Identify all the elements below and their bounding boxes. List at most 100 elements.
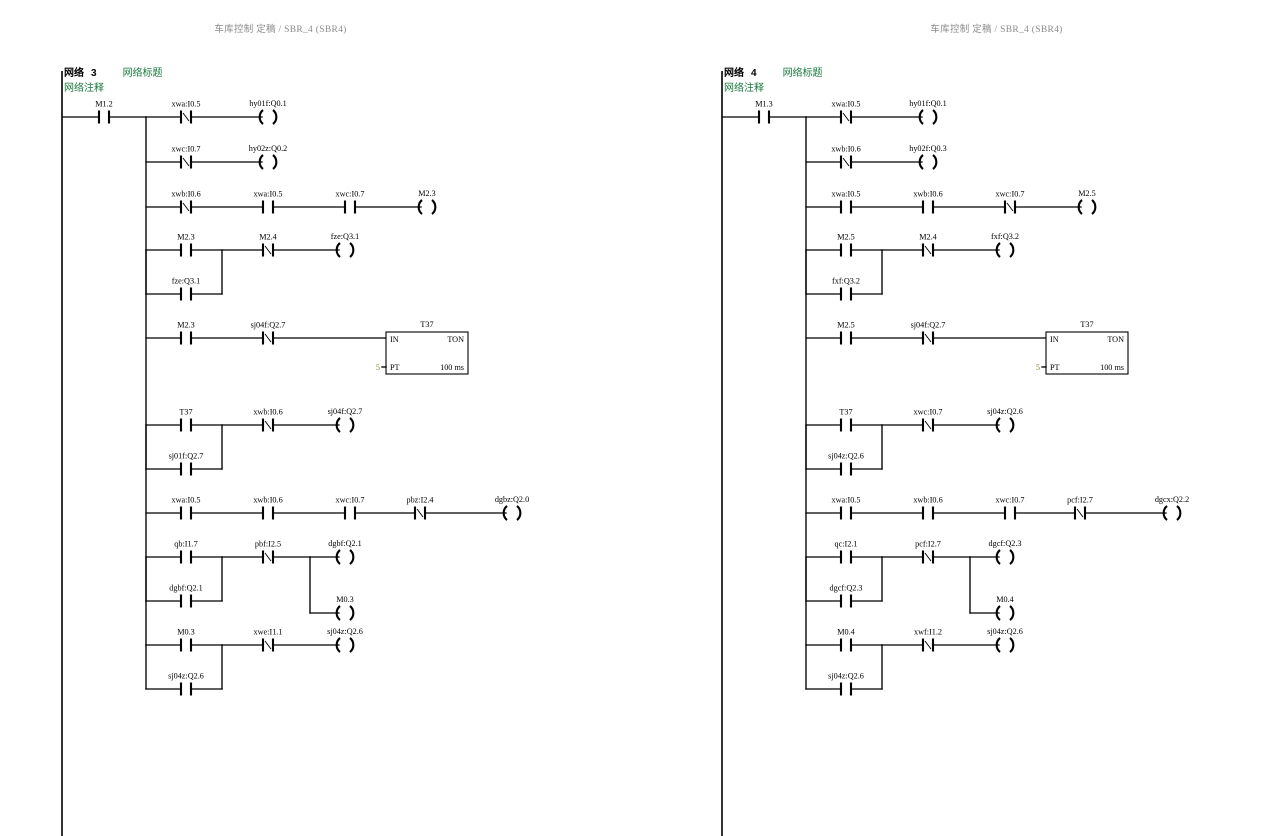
contact-sj04z-Q2-6[interactable] [179, 682, 193, 696]
coil-label-dgbz-Q2-0: dgbz:Q2.0 [495, 495, 529, 504]
contact-label-sj04z-Q2-6: sj04z:Q2.6 [168, 672, 204, 681]
coil-dgbz-Q2-0[interactable] [502, 505, 522, 521]
contact-sj01f-Q2-7[interactable] [179, 462, 193, 476]
contact-M2-4[interactable] [921, 243, 935, 257]
contact-label-xwc-I0-7: xwc:I0.7 [336, 496, 365, 505]
coil-M2-3[interactable] [417, 199, 437, 215]
coil-sj04z-Q2-6[interactable] [995, 417, 1015, 433]
contact-xwb-I0-6[interactable] [921, 200, 935, 214]
contact-label-M2-3: M2.3 [177, 233, 195, 242]
coil-sj04z-Q2-6[interactable] [995, 637, 1015, 653]
contact-label-fxf-Q3-2: fxf:Q3.2 [832, 277, 860, 286]
enable-contact[interactable] [97, 110, 111, 124]
coil-hy01f-Q0-1[interactable] [258, 109, 278, 125]
contact-label-M2-5: M2.5 [837, 321, 855, 330]
contact-T37[interactable] [179, 418, 193, 432]
contact-xwc-I0-7[interactable] [921, 418, 935, 432]
contact-nc-slash [842, 112, 850, 122]
contact-nc-slash [924, 640, 932, 650]
contact-pcf-I2-7[interactable] [921, 550, 935, 564]
contact-nc-slash [1006, 202, 1014, 212]
contact-label-T37: T37 [839, 408, 852, 417]
coil-left-arc [335, 549, 341, 565]
coil-hy02z-Q0-2[interactable] [258, 154, 278, 170]
contact-M2-4[interactable] [261, 243, 275, 257]
coil-hy02f-Q0-3[interactable] [918, 154, 938, 170]
contact-M2-5[interactable] [839, 243, 853, 257]
contact-xwb-I0-6[interactable] [921, 506, 935, 520]
contact-label-xwa-I0-5: xwa:I0.5 [832, 100, 861, 109]
contact-label-xwc-I0-7: xwc:I0.7 [914, 408, 943, 417]
coil-hy01f-Q0-1[interactable] [918, 109, 938, 125]
coil-sj04z-Q2-6[interactable] [335, 637, 355, 653]
contact-xwa-I0-5[interactable] [839, 506, 853, 520]
contact-label-xwa-I0-5: xwa:I0.5 [832, 190, 861, 199]
contact-label-xwc-I0-7: xwc:I0.7 [996, 190, 1025, 199]
contact-label-dgcf-Q2-3: dgcf:Q2.3 [830, 584, 863, 593]
contact-fxf-Q3-2[interactable] [839, 287, 853, 301]
timer-block[interactable] [1045, 331, 1129, 375]
coil-fze-Q3-1[interactable] [335, 242, 355, 258]
contact-M0-4[interactable] [839, 638, 853, 652]
contact-xwc-I0-7[interactable] [343, 506, 357, 520]
contact-M2-3[interactable] [179, 331, 193, 345]
contact-sj04f-Q2-7[interactable] [261, 331, 275, 345]
contact-fze-Q3-1[interactable] [179, 287, 193, 301]
contact-xwb-I0-6[interactable] [261, 418, 275, 432]
enable-contact[interactable] [757, 110, 771, 124]
network-comment-left: 网络注释 [64, 83, 104, 94]
coil-M0-4[interactable] [995, 605, 1015, 621]
contact-xwa-I0-5[interactable] [179, 110, 193, 124]
coil-M2-5[interactable] [1077, 199, 1097, 215]
contact-xwa-I0-5[interactable] [839, 200, 853, 214]
coil-dgcx-Q2-2[interactable] [1162, 505, 1182, 521]
coil-label-sj04f-Q2-7: sj04f:Q2.7 [328, 407, 363, 416]
coil-label-M0-4: M0.4 [996, 595, 1014, 604]
contact-M0-3[interactable] [179, 638, 193, 652]
contact-label-pbz-I2-4: pbz:I2.4 [406, 496, 433, 505]
coil-sj04f-Q2-7[interactable] [335, 417, 355, 433]
contact-dgcf-Q2-3[interactable] [839, 594, 853, 608]
contact-nc-slash [182, 157, 190, 167]
contact-label-M2-5: M2.5 [837, 233, 855, 242]
contact-sj04z-Q2-6[interactable] [839, 682, 853, 696]
contact-qb-I1-7[interactable] [179, 550, 193, 564]
contact-qc-I2-1[interactable] [839, 550, 853, 564]
contact-xwe-I1-1[interactable] [261, 638, 275, 652]
contact-T37[interactable] [839, 418, 853, 432]
contact-nc-slash [842, 157, 850, 167]
contact-nc-slash [264, 420, 272, 430]
coil-left-arc [335, 605, 341, 621]
contact-xwb-I0-6[interactable] [179, 200, 193, 214]
contact-sj04f-Q2-7[interactable] [921, 331, 935, 345]
contact-label-qb-I1-7: qb:I1.7 [174, 540, 197, 549]
coil-left-arc [995, 549, 1001, 565]
contact-xwb-I0-6[interactable] [839, 155, 853, 169]
contact-sj04z-Q2-6[interactable] [839, 462, 853, 476]
network-title-left: 网络标题 [122, 68, 163, 79]
contact-dgbf-Q2-1[interactable] [179, 594, 193, 608]
coil-label-sj04z-Q2-6: sj04z:Q2.6 [987, 407, 1023, 416]
contact-xwa-I0-5[interactable] [261, 200, 275, 214]
contact-pcf-I2-7[interactable] [1073, 506, 1087, 520]
contact-xwb-I0-6[interactable] [261, 506, 275, 520]
coil-right-arc [349, 605, 355, 621]
contact-xwa-I0-5[interactable] [179, 506, 193, 520]
contact-label-pcf-I2-7: pcf:I2.7 [915, 540, 941, 549]
timer-block[interactable] [385, 331, 469, 375]
contact-xwc-I0-7[interactable] [343, 200, 357, 214]
contact-xwc-I0-7[interactable] [179, 155, 193, 169]
contact-pbf-I2-5[interactable] [261, 550, 275, 564]
contact-xwf-I1-2[interactable] [921, 638, 935, 652]
coil-M0-3[interactable] [335, 605, 355, 621]
coil-dgcf-Q2-3[interactable] [995, 549, 1015, 565]
contact-M2-5[interactable] [839, 331, 853, 345]
contact-xwc-I0-7[interactable] [1003, 506, 1017, 520]
contact-M2-3[interactable] [179, 243, 193, 257]
contact-xwc-I0-7[interactable] [1003, 200, 1017, 214]
contact-pbz-I2-4[interactable] [413, 506, 427, 520]
contact-xwa-I0-5[interactable] [839, 110, 853, 124]
coil-fxf-Q3-2[interactable] [995, 242, 1015, 258]
coil-dgbf-Q2-1[interactable] [335, 549, 355, 565]
